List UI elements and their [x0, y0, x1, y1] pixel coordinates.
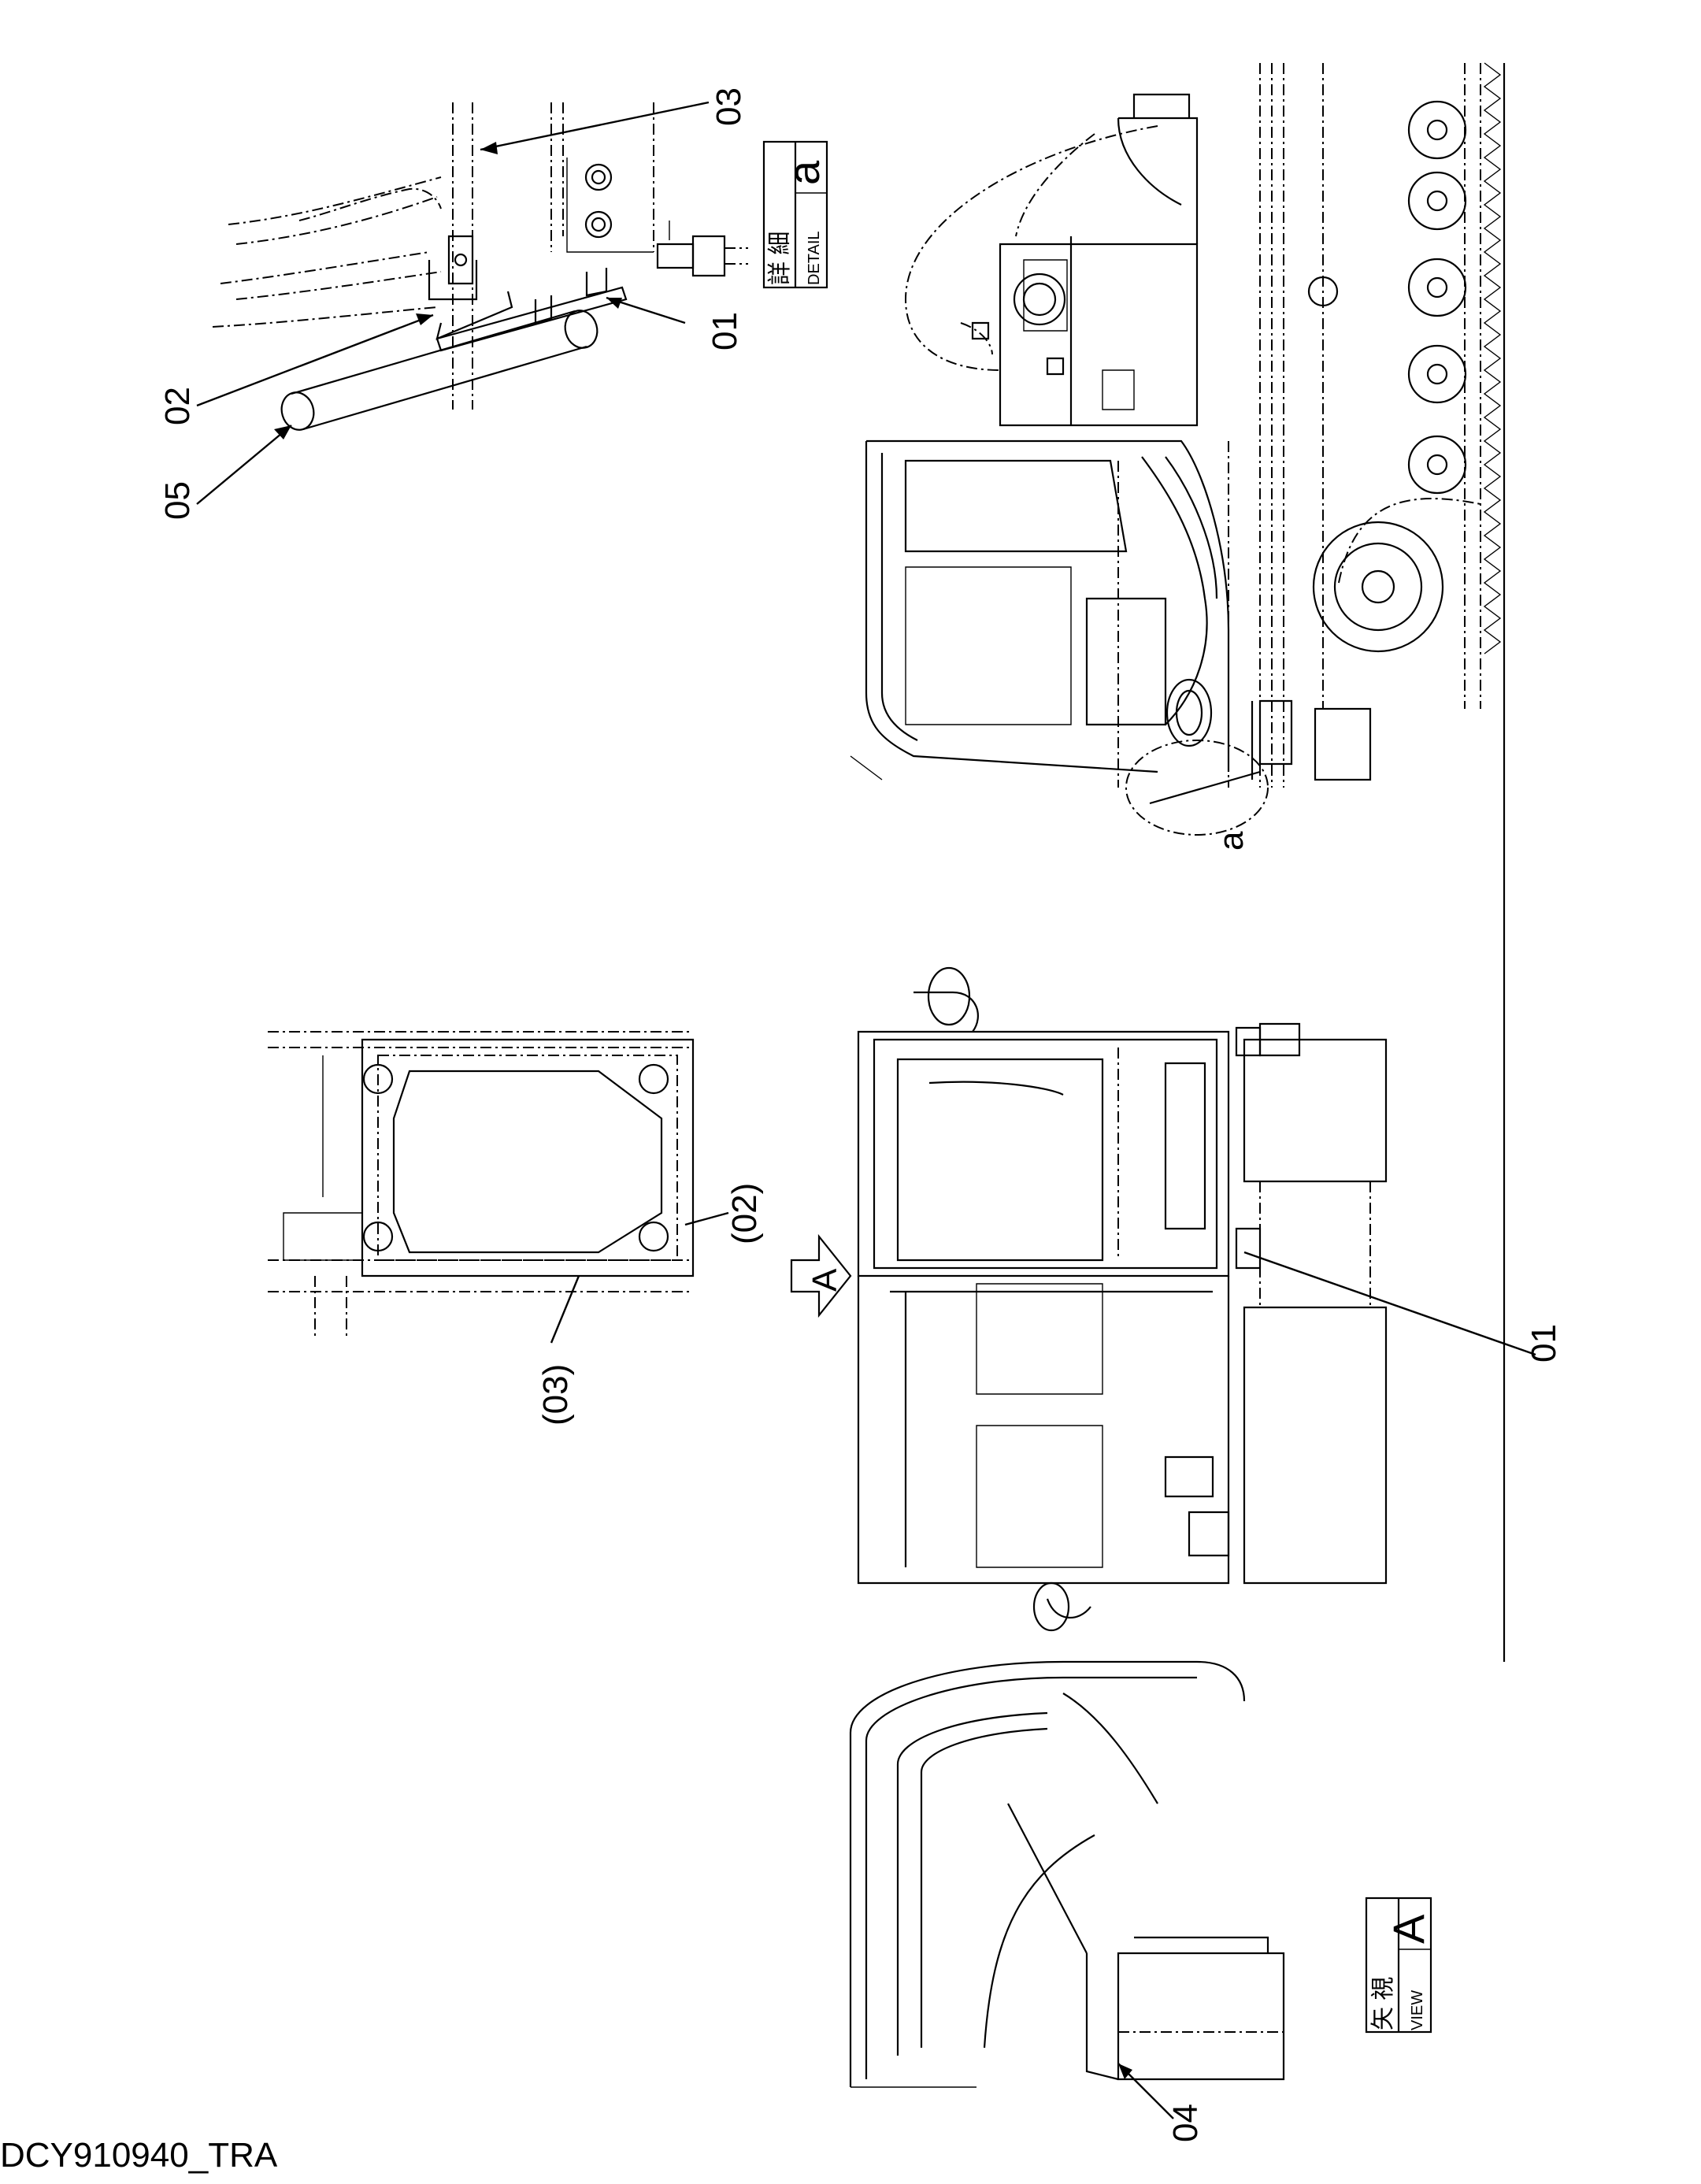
- view-a-cab: [849, 1660, 1285, 2088]
- view-box-en: VIEW: [1409, 1990, 1426, 2030]
- leader-04-arrowhead: [1118, 2063, 1132, 2079]
- leader-03: [480, 101, 710, 151]
- leader-03-arrowhead: [480, 142, 498, 154]
- side-view-excavator: [850, 62, 1502, 836]
- label-03-ref: (03): [536, 1364, 575, 1426]
- view-a-title-box: 矢 視 VIEW A: [1365, 1897, 1433, 2034]
- cab-plan-view: [268, 1031, 695, 1339]
- label-03-detail: 03: [710, 87, 748, 126]
- view-a-arrow: A: [790, 1233, 852, 1318]
- circle-detail-letter: a: [1212, 831, 1251, 851]
- leader-01-detail-arrowhead: [606, 298, 622, 309]
- view-box-letter: A: [1384, 1914, 1433, 1944]
- leader-02: [196, 313, 434, 407]
- leader-03-ref: [550, 1275, 580, 1344]
- front-view-cab: [857, 966, 1388, 1632]
- detail-box-en: DETAIL: [806, 231, 823, 285]
- label-04-view: 04: [1166, 2104, 1205, 2142]
- detail-a-view: [212, 102, 748, 431]
- label-02-detail: 02: [158, 387, 197, 425]
- leader-02-ref: [684, 1211, 729, 1226]
- drawing-number: DCY910940_TRA: [0, 2136, 278, 2175]
- detail-box-jp: 詳 細: [767, 232, 793, 285]
- leader-01-front: [1243, 1251, 1536, 1356]
- leader-02-arrowhead: [416, 313, 433, 325]
- leader-05-arrowhead: [274, 425, 291, 439]
- detail-box-letter: a: [779, 160, 828, 185]
- view-box-jp: 矢 視: [1370, 1977, 1396, 2030]
- leader-05: [196, 425, 292, 505]
- detail-a-title-box: 詳 細 DETAIL a: [762, 140, 828, 289]
- label-01-detail: 01: [706, 312, 744, 350]
- label-05-detail: 05: [158, 481, 197, 520]
- label-02-ref: (02): [725, 1183, 764, 1244]
- label-01-front: 01: [1525, 1324, 1563, 1363]
- view-arrow-letter: A: [806, 1268, 844, 1292]
- detail-circle-a: [1125, 740, 1269, 836]
